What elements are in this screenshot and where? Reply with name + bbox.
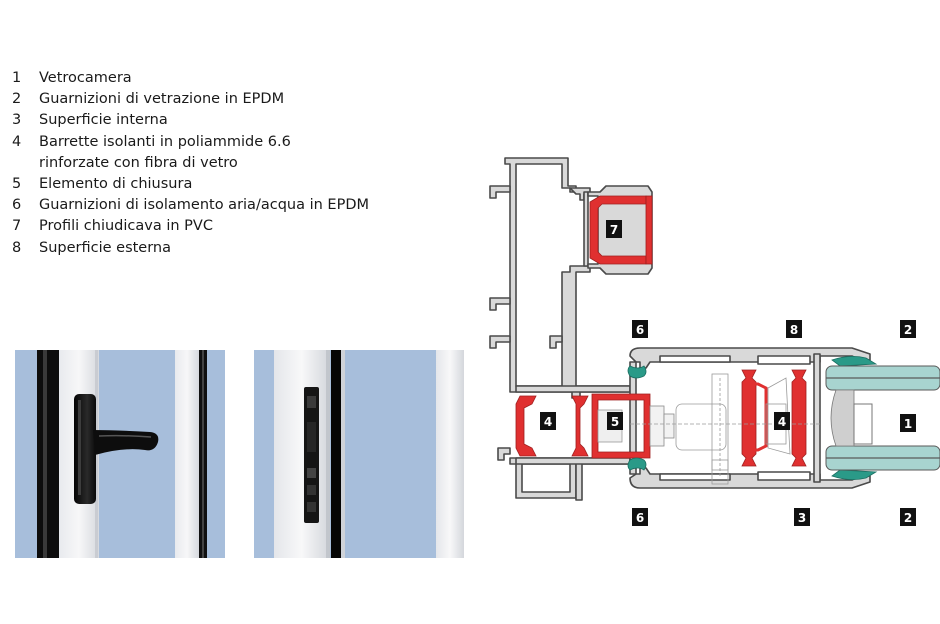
legend-item: 1 Vetrocamera	[12, 68, 369, 89]
svg-text:2: 2	[904, 323, 912, 337]
double-glazing-unit	[825, 365, 940, 471]
photo-window-lock	[254, 350, 464, 558]
svg-text:4: 4	[778, 415, 786, 429]
legend-text: Guarnizioni di isolamento aria/acqua in …	[39, 197, 369, 214]
badge-4-right: 4	[774, 412, 790, 430]
legend-number: 2	[12, 91, 22, 108]
right-frame	[175, 350, 199, 558]
legend-number	[12, 153, 39, 174]
legend-number: 7	[12, 218, 22, 235]
photo-window-handle	[15, 350, 225, 558]
legend-text: Superficie esterna	[39, 239, 172, 256]
legend-item: 7 Profili chiudicava in PVC	[12, 216, 369, 237]
legend-item: 5 Elemento di chiusura	[12, 174, 369, 195]
badge-5: 5	[607, 412, 623, 430]
legend-list: 1 Vetrocamera 2 Guarnizioni di vetrazione …	[12, 68, 369, 259]
glazing-gasket	[831, 356, 878, 480]
badge-2-top: 2	[900, 320, 916, 338]
legend-text: Profili chiudicava in PVC	[39, 218, 213, 235]
legend-item: 2 Guarnizioni di vetrazione in EPDM	[12, 89, 369, 110]
legend-item: 3 Superficie interna	[12, 110, 369, 131]
badge-6-top: 6	[632, 320, 648, 338]
insulating-bar-right	[741, 369, 807, 467]
legend-item: 6 Guarnizioni di isolamento aria/acqua in…	[12, 195, 369, 216]
legend-number: 1	[12, 70, 22, 86]
black-frame-edge	[37, 350, 59, 558]
insulating-bar-left	[515, 395, 589, 457]
badge-3: 3	[794, 508, 810, 526]
svg-text:7: 7	[610, 223, 618, 237]
svg-text:8: 8	[790, 323, 798, 337]
svg-text:2: 2	[904, 511, 912, 525]
legend-number: 3	[12, 112, 22, 129]
legend-text: Elemento di chiusura	[39, 176, 193, 193]
svg-text:3: 3	[798, 511, 806, 525]
svg-text:6: 6	[636, 511, 644, 525]
lock-hardware-icon	[304, 387, 319, 523]
window-profile-cross-section: 7 6 8 2 4 5 4 1 6 3 2	[480, 148, 940, 528]
black-seal-strip	[331, 350, 341, 558]
badge-4-left: 4	[540, 412, 556, 430]
badge-8: 8	[786, 320, 802, 338]
legend-text: Vetrocamera	[39, 70, 132, 86]
legend-item: 8 Superficie esterna	[12, 238, 369, 259]
badge-2-bottom: 2	[900, 508, 916, 526]
gasket-epdm	[627, 365, 647, 471]
badge-7: 7	[606, 220, 622, 238]
white-frame	[274, 350, 329, 558]
right-frame	[436, 350, 464, 558]
badge-6-bottom: 6	[632, 508, 648, 526]
svg-text:4: 4	[544, 415, 552, 429]
svg-text:5: 5	[611, 415, 619, 429]
pvc-bead-profile	[589, 195, 653, 265]
legend-text: Barrette isolanti in poliammide 6.6	[39, 133, 291, 150]
badge-1: 1	[900, 414, 916, 432]
legend-item-continuation: rinforzate con fibra di vetro	[12, 153, 369, 174]
legend-item: 4 Barrette isolanti in poliammide 6.6	[12, 132, 369, 153]
legend-number: 8	[12, 239, 22, 256]
legend-number: 5	[12, 176, 22, 193]
legend-text: Superficie interna	[39, 112, 168, 129]
legend-number: 4	[12, 133, 22, 150]
svg-text:6: 6	[636, 323, 644, 337]
legend-text: Guarnizioni di vetrazione in EPDM	[39, 91, 285, 108]
legend-number: 6	[12, 197, 22, 214]
window-handle-icon	[74, 394, 159, 504]
svg-text:1: 1	[904, 417, 912, 431]
legend-text: rinforzate con fibra di vetro	[39, 154, 238, 171]
